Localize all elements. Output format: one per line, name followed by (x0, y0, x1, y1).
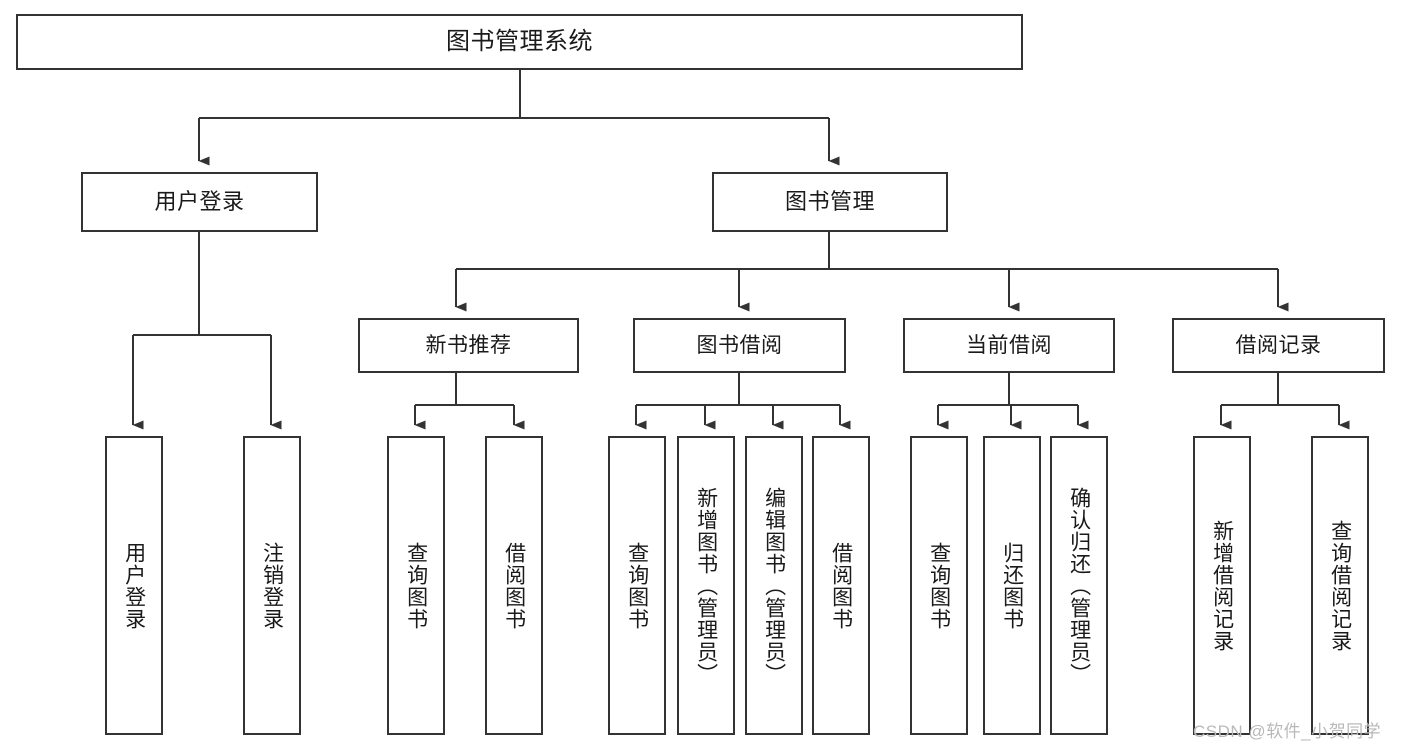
node-leaf-query-book-current[interactable]: 查询图书 (910, 436, 968, 735)
node-leaf-query-book-recommend-label: 查询图书 (404, 541, 428, 630)
node-leaf-logout[interactable]: 注销登录 (243, 436, 301, 735)
node-sub-current-borrow-label: 当前借阅 (966, 333, 1052, 357)
node-leaf-confirm-return-admin[interactable]: 确认归还（管理员） (1050, 436, 1108, 735)
node-leaf-query-book-current-label: 查询图书 (927, 541, 951, 630)
node-leaf-edit-book-admin[interactable]: 编辑图书（管理员） (745, 436, 803, 735)
node-sub-borrow-record[interactable]: 借阅记录 (1172, 318, 1385, 373)
node-sub-book-borrow-label: 图书借阅 (696, 333, 783, 357)
node-leaf-user-login-label: 用户登录 (122, 541, 146, 630)
node-leaf-return-book-label: 归还图书 (1000, 541, 1024, 630)
node-leaf-add-borrow-record-label: 新增借阅记录 (1210, 519, 1234, 652)
node-leaf-confirm-return-admin-label: 确认归还（管理员） (1067, 486, 1091, 685)
node-branch-book-management[interactable]: 图书管理 (712, 172, 948, 232)
node-leaf-query-borrow-record[interactable]: 查询借阅记录 (1311, 436, 1369, 735)
node-branch-user-login[interactable]: 用户登录 (81, 172, 318, 232)
node-leaf-add-book-admin[interactable]: 新增图书（管理员） (677, 436, 735, 735)
node-sub-new-book-recommend-label: 新书推荐 (425, 333, 512, 357)
node-leaf-query-book-borrow-label: 查询图书 (625, 541, 649, 630)
node-leaf-edit-book-admin-label: 编辑图书（管理员） (762, 486, 786, 685)
node-sub-book-borrow[interactable]: 图书借阅 (633, 318, 846, 373)
node-leaf-query-book-borrow[interactable]: 查询图书 (608, 436, 666, 735)
node-leaf-borrow-book[interactable]: 借阅图书 (812, 436, 870, 735)
node-leaf-add-borrow-record[interactable]: 新增借阅记录 (1193, 436, 1251, 735)
node-sub-current-borrow[interactable]: 当前借阅 (903, 318, 1115, 373)
node-leaf-borrow-book-label: 借阅图书 (829, 541, 853, 630)
watermark-text: CSDN @软件_小贺同学 (1193, 722, 1382, 741)
node-leaf-add-book-admin-label: 新增图书（管理员） (694, 486, 718, 685)
node-leaf-return-book[interactable]: 归还图书 (983, 436, 1041, 735)
node-branch-book-management-label: 图书管理 (784, 188, 875, 214)
node-sub-new-book-recommend[interactable]: 新书推荐 (358, 318, 579, 373)
node-root[interactable]: 图书管理系统 (16, 14, 1023, 70)
node-leaf-borrow-book-recommend[interactable]: 借阅图书 (485, 436, 543, 735)
node-leaf-borrow-book-recommend-label: 借阅图书 (502, 541, 526, 630)
node-leaf-user-login[interactable]: 用户登录 (105, 436, 163, 735)
node-leaf-logout-label: 注销登录 (260, 541, 284, 630)
node-root-label: 图书管理系统 (446, 28, 593, 56)
node-leaf-query-book-recommend[interactable]: 查询图书 (387, 436, 445, 735)
node-leaf-query-borrow-record-label: 查询借阅记录 (1328, 519, 1352, 652)
node-sub-borrow-record-label: 借阅记录 (1235, 333, 1322, 357)
node-branch-user-login-label: 用户登录 (154, 188, 245, 214)
